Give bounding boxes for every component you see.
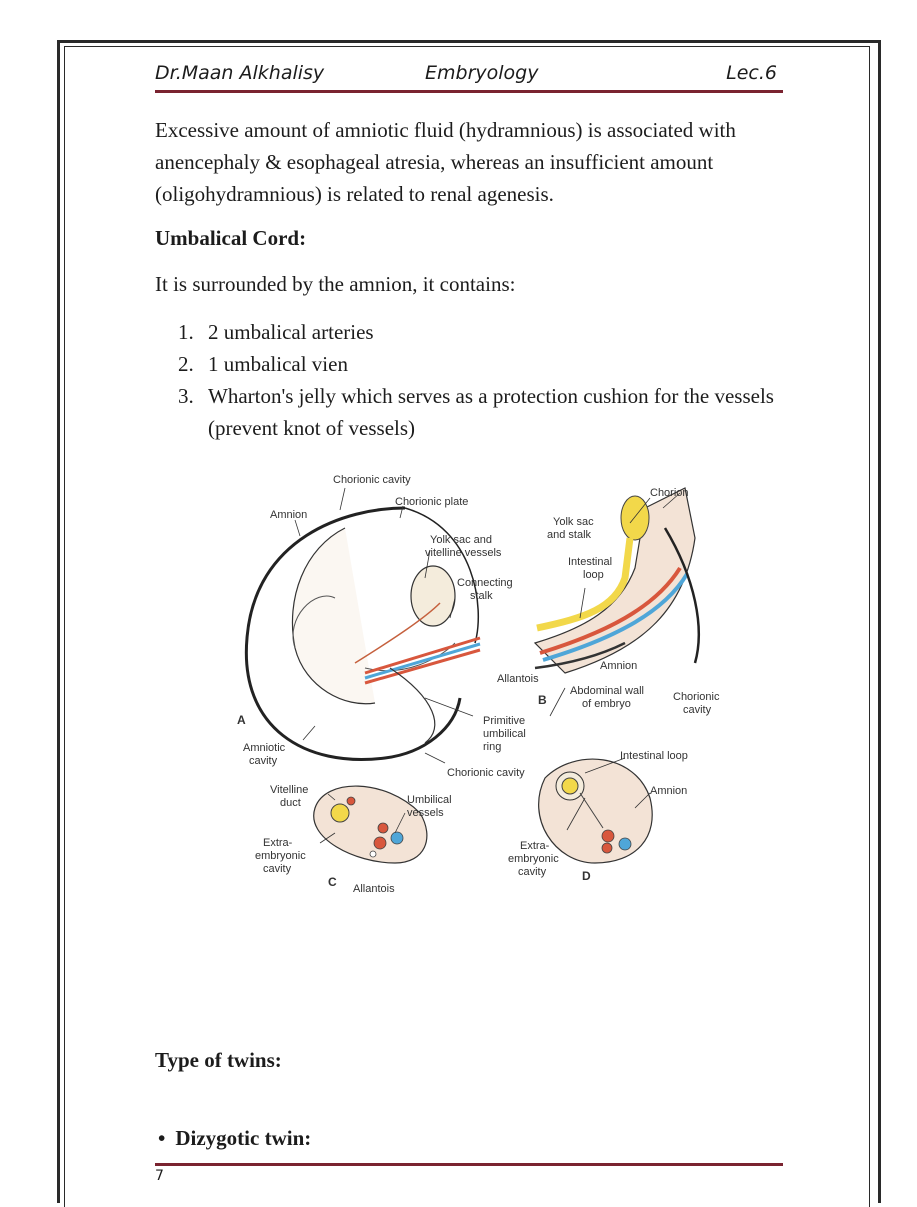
label-amnion-d: Amnion [650, 785, 687, 797]
label-vitelline-2: duct [280, 797, 301, 809]
figure-leader-lines [294, 487, 681, 844]
umbilical-cord-figure: Chorionic cavity Chorionic plate Amnion … [237, 474, 720, 893]
label-panel-b: B [538, 693, 547, 707]
label-primitive-2: umbilical [483, 728, 526, 740]
label-intestinal-loop-d: Intestinal loop [620, 750, 688, 762]
label-primitive-1: Primitive [483, 715, 525, 727]
header-author: Dr.Maan Alkhalisy [155, 62, 325, 84]
label-extra-c2: embryonic [255, 850, 306, 862]
umbilical-contents-list: 1. 2 umbalical arteries 2. 1 umbalical v… [178, 316, 778, 444]
label-extra-d1: Extra- [520, 840, 550, 852]
twins-heading: Type of twins: [155, 1048, 282, 1072]
label-abdominal-1: Abdominal wall [570, 685, 644, 697]
label-chorionic-cavity-top: Chorionic cavity [333, 474, 411, 486]
label-amniotic-1: Amniotic [243, 742, 286, 754]
page-frame-outer [57, 40, 881, 1203]
label-intestinal-1: Intestinal [568, 556, 612, 568]
label-chorionic-cavity-b2: cavity [683, 704, 712, 716]
label-primitive-3: ring [483, 741, 501, 753]
label-umbilical-vessels-1: Umbilical [407, 794, 452, 806]
label-allantois-c: Allantois [353, 883, 395, 893]
list-item: 1. 2 umbalical arteries [178, 316, 778, 348]
label-yolk-sac-vitelline-1: Yolk sac and [430, 534, 492, 546]
list-text: Wharton's jelly which serves as a protec… [208, 384, 774, 440]
label-connecting-stalk-1: Connecting [457, 577, 513, 589]
label-allantois-b: Allantois [497, 673, 539, 685]
list-text: 1 umbalical vien [208, 352, 348, 376]
list-number: 1. [178, 320, 194, 344]
panel-d-drawing [538, 758, 653, 864]
umbilical-intro: It is surrounded by the amnion, it conta… [155, 272, 516, 296]
bullet-text: Dizygotic twin: [175, 1126, 312, 1150]
list-number: 2. [178, 352, 194, 376]
panel-c-drawing [313, 785, 428, 864]
page-frame-inner [64, 46, 870, 1207]
label-umbilical-vessels-2: vessels [407, 807, 444, 819]
label-chorion: Chorion [650, 487, 689, 499]
page-number: 7 [155, 1168, 164, 1184]
label-yolk-stalk-1: Yolk sac [553, 516, 594, 528]
label-amnion-b: Amnion [600, 660, 637, 672]
panel-a-drawing [244, 506, 481, 761]
twins-bullet: • Dizygotic twin: [158, 1126, 311, 1151]
list-number: 3. [178, 384, 194, 408]
label-chorionic-plate: Chorionic plate [395, 496, 468, 508]
label-yolk-stalk-2: and stalk [547, 529, 592, 541]
panel-b-drawing [533, 487, 700, 674]
header-lecture: Lec.6 [726, 62, 777, 84]
label-chorionic-cavity-b1: Chorionic [673, 691, 720, 703]
label-intestinal-2: loop [583, 569, 604, 581]
list-item: 3. Wharton's jelly which serves as a pro… [178, 380, 778, 444]
label-vitelline-1: Vitelline [270, 784, 308, 796]
footer-rule [155, 1163, 783, 1166]
bullet-symbol: • [158, 1126, 166, 1150]
label-extra-c3: cavity [263, 863, 292, 875]
label-panel-a: A [237, 713, 246, 727]
page-header: Dr.Maan Alkhalisy Embryology Lec.6 [155, 58, 783, 92]
label-chorionic-cavity-bottom: Chorionic cavity [447, 767, 525, 779]
hydramnious-paragraph: Excessive amount of amniotic fluid (hydr… [155, 118, 736, 206]
label-connecting-stalk-2: stalk [470, 590, 493, 602]
label-amniotic-2: cavity [249, 755, 278, 767]
list-text: 2 umbalical arteries [208, 320, 374, 344]
umbilical-heading: Umbalical Cord: [155, 226, 307, 250]
label-amnion-a: Amnion [270, 509, 307, 521]
label-extra-d3: cavity [518, 866, 547, 878]
label-abdominal-2: of embryo [582, 698, 631, 710]
list-item: 2. 1 umbalical vien [178, 348, 778, 380]
header-rule [155, 90, 783, 93]
label-extra-c1: Extra- [263, 837, 293, 849]
label-extra-d2: embryonic [508, 853, 559, 865]
label-yolk-sac-vitelline-2: vitelline vessels [425, 547, 502, 559]
header-subject: Embryology [425, 62, 539, 84]
label-panel-d: D [582, 869, 591, 883]
label-panel-c: C [328, 875, 337, 889]
